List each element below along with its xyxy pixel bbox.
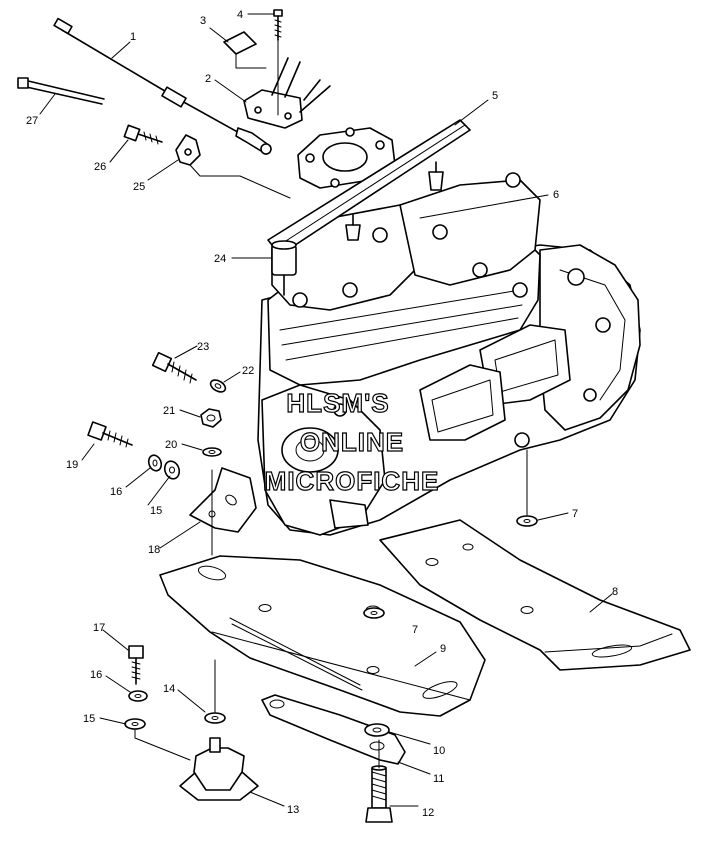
- callout-14: 14: [163, 683, 175, 695]
- callout-21: 21: [163, 405, 175, 417]
- washer-15a: [163, 460, 181, 480]
- nut-21: [200, 408, 222, 428]
- callout-25: 25: [133, 181, 145, 193]
- bolt-26: [123, 124, 163, 145]
- callout-18: 18: [148, 544, 160, 556]
- callout-20: 20: [165, 439, 177, 451]
- callout-7-lower: 7: [412, 624, 418, 636]
- rubber-mount-13: [134, 729, 259, 801]
- strap-11: [261, 694, 406, 765]
- bolt-12: [365, 739, 393, 823]
- bolt-17: [128, 645, 144, 685]
- callout-2: 2: [205, 73, 211, 85]
- callout-12: 12: [422, 807, 434, 819]
- bolt-23: [151, 351, 197, 384]
- callout-15-lower: 15: [83, 713, 95, 725]
- lock-washer-16b: [128, 690, 148, 702]
- washer-15b: [124, 718, 146, 730]
- bolt-19: [87, 421, 133, 448]
- watermark-line-1: HLSM'S: [286, 388, 389, 418]
- washer-7-upper: [516, 449, 538, 527]
- callout-10: 10: [433, 745, 445, 757]
- callout-24: 24: [214, 253, 226, 265]
- callout-13: 13: [287, 804, 299, 816]
- engine-mount-plate-8: [379, 519, 691, 671]
- washer-22: [209, 379, 227, 393]
- callout-17: 17: [93, 622, 105, 634]
- washer-10: [364, 723, 390, 737]
- callout-labels: 1 2 3 4 5 6 7 7 8 9 10 11 12 13 14 15 15…: [26, 9, 618, 819]
- rod-27: [17, 77, 105, 105]
- lever-25: [175, 134, 291, 199]
- callout-19: 19: [66, 459, 78, 471]
- callout-27: 27: [26, 115, 38, 127]
- callout-4: 4: [237, 9, 243, 21]
- engine-block: [257, 119, 641, 536]
- callout-16-lower: 16: [90, 669, 102, 681]
- solenoid-24: [271, 240, 297, 296]
- watermark: HLSM'S ONLINE MICROFICHE: [264, 387, 440, 496]
- callout-6: 6: [553, 189, 559, 201]
- callout-7-upper: 7: [572, 508, 578, 520]
- callout-11: 11: [433, 773, 444, 785]
- decal-3: [223, 31, 267, 69]
- washer-14: [204, 659, 226, 724]
- callout-15-upper: 15: [150, 505, 162, 517]
- callout-9: 9: [440, 643, 446, 655]
- callout-1: 1: [130, 31, 136, 43]
- engine-mount-plate-9: [159, 555, 486, 717]
- leader-lines: [39, 13, 613, 807]
- callout-23: 23: [197, 341, 209, 353]
- watermark-line-2: ONLINE: [300, 427, 404, 457]
- callout-8: 8: [612, 586, 618, 598]
- lock-washer-16a: [147, 454, 163, 472]
- callout-16-upper: 16: [110, 486, 122, 498]
- washer-7-lower: [363, 607, 385, 619]
- watermark-line-3: MICROFICHE: [265, 466, 440, 496]
- screw-4: [273, 9, 283, 116]
- callout-26: 26: [94, 161, 106, 173]
- throttle-cable-1: [53, 17, 272, 155]
- mount-bracket-18: [189, 467, 257, 556]
- washer-20: [202, 447, 222, 457]
- bracket-2: [243, 57, 331, 129]
- callout-3: 3: [200, 15, 206, 27]
- callout-5: 5: [492, 90, 498, 102]
- callout-22: 22: [242, 365, 254, 377]
